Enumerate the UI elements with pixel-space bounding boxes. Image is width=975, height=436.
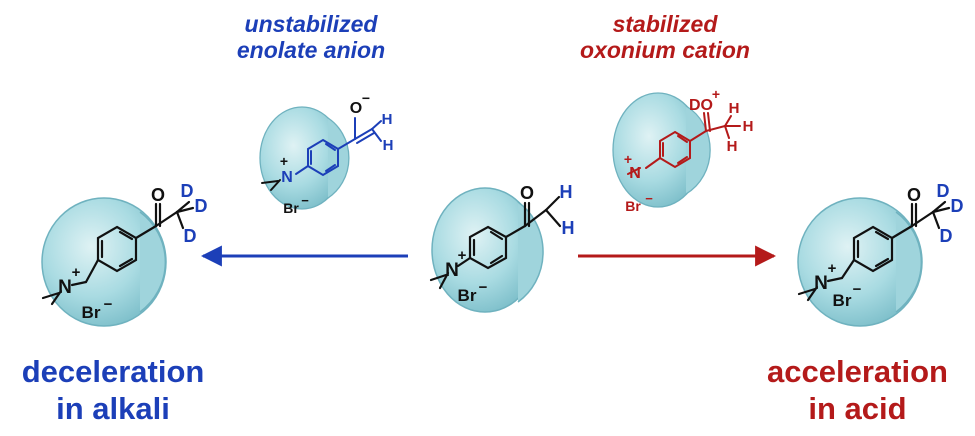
center-shell (431, 187, 544, 313)
enolate-bromide-charge: − (301, 193, 309, 208)
enolate-oxygen: O (350, 100, 362, 117)
enolate-bromide: Br (283, 200, 299, 216)
left-molecule: O D D D N + Br − (41, 181, 208, 327)
acceleration-caption-line1: acceleration (767, 354, 948, 389)
left-bonds (41, 200, 195, 306)
right-d3: D (940, 226, 953, 246)
deceleration-caption: deceleration in alkali (0, 354, 226, 427)
oxonium-bromide-charge: − (645, 191, 653, 206)
enolate-h1: H (382, 111, 393, 128)
oxonium-nitrogen: N (629, 165, 641, 182)
center-bromide: Br (458, 286, 477, 305)
center-molecule: O H H N + Br − (429, 182, 575, 313)
oxonium-caption-line2: oxonium cation (580, 36, 750, 63)
oxonium-caption: stabilized oxonium cation (530, 11, 800, 64)
enolate-oxygen-charge: − (362, 90, 370, 106)
right-nitrogen: N (814, 273, 828, 294)
left-nitrogen: N (58, 277, 72, 298)
left-bromide: Br (82, 303, 101, 322)
center-oxygen: O (520, 183, 534, 203)
enolate-caption-line2: enolate anion (236, 36, 386, 63)
center-bromide-charge: − (479, 279, 488, 296)
center-bonds (429, 195, 562, 290)
left-d2: D (195, 196, 208, 216)
oxonium-bonds (627, 112, 741, 175)
center-h2: H (562, 218, 575, 238)
oxonium-molecule: DO + H H H N + Br − (612, 86, 754, 214)
oxonium-h2: H (743, 118, 754, 135)
enolate-nitrogen: N (281, 169, 293, 186)
left-nitrogen-charge: + (72, 264, 81, 281)
enolate-methyl-bonds (261, 179, 281, 191)
center-h1: H (560, 182, 573, 202)
oxonium-nitrogen-charge: + (624, 151, 632, 167)
acceleration-caption-line2: in acid (808, 390, 907, 426)
deceleration-caption-line1: deceleration (21, 354, 205, 389)
deceleration-caption-line2: in alkali (56, 390, 170, 426)
enolate-bonds (295, 117, 382, 177)
enolate-nitrogen-charge: + (280, 153, 288, 169)
oxonium-h1: H (729, 100, 740, 117)
left-d1: D (181, 181, 194, 201)
right-shell (797, 197, 923, 327)
left-d3: D (184, 226, 197, 246)
oxonium-h3: H (727, 138, 738, 155)
oxonium-oxygen: DO (689, 97, 713, 114)
right-nitrogen-charge: + (828, 260, 837, 277)
oxonium-shell (612, 92, 711, 208)
center-nitrogen-charge: + (458, 247, 467, 264)
left-oxygen: O (151, 185, 165, 205)
enolate-h2: H (383, 137, 394, 154)
center-nitrogen: N (445, 260, 459, 281)
acceleration-caption: acceleration in acid (745, 354, 970, 427)
left-shell (41, 197, 167, 327)
left-bromide-charge: − (104, 296, 113, 313)
right-bromide-charge: − (853, 281, 862, 298)
right-molecule: O D D D N + Br − (797, 181, 964, 327)
oxonium-caption-line1: stabilized (612, 11, 718, 37)
oxonium-bromide: Br (625, 198, 641, 214)
right-bromide: Br (833, 291, 852, 310)
right-d2: D (951, 196, 964, 216)
right-oxygen: O (907, 185, 921, 205)
right-d1: D (937, 181, 950, 201)
enolate-caption-line1: unstabilized (244, 11, 378, 37)
right-bonds (797, 200, 951, 302)
enolate-molecule: O − H H N + Br − (259, 90, 394, 216)
oxonium-oxygen-charge: + (712, 86, 720, 102)
enolate-caption: unstabilized enolate anion (186, 11, 436, 64)
